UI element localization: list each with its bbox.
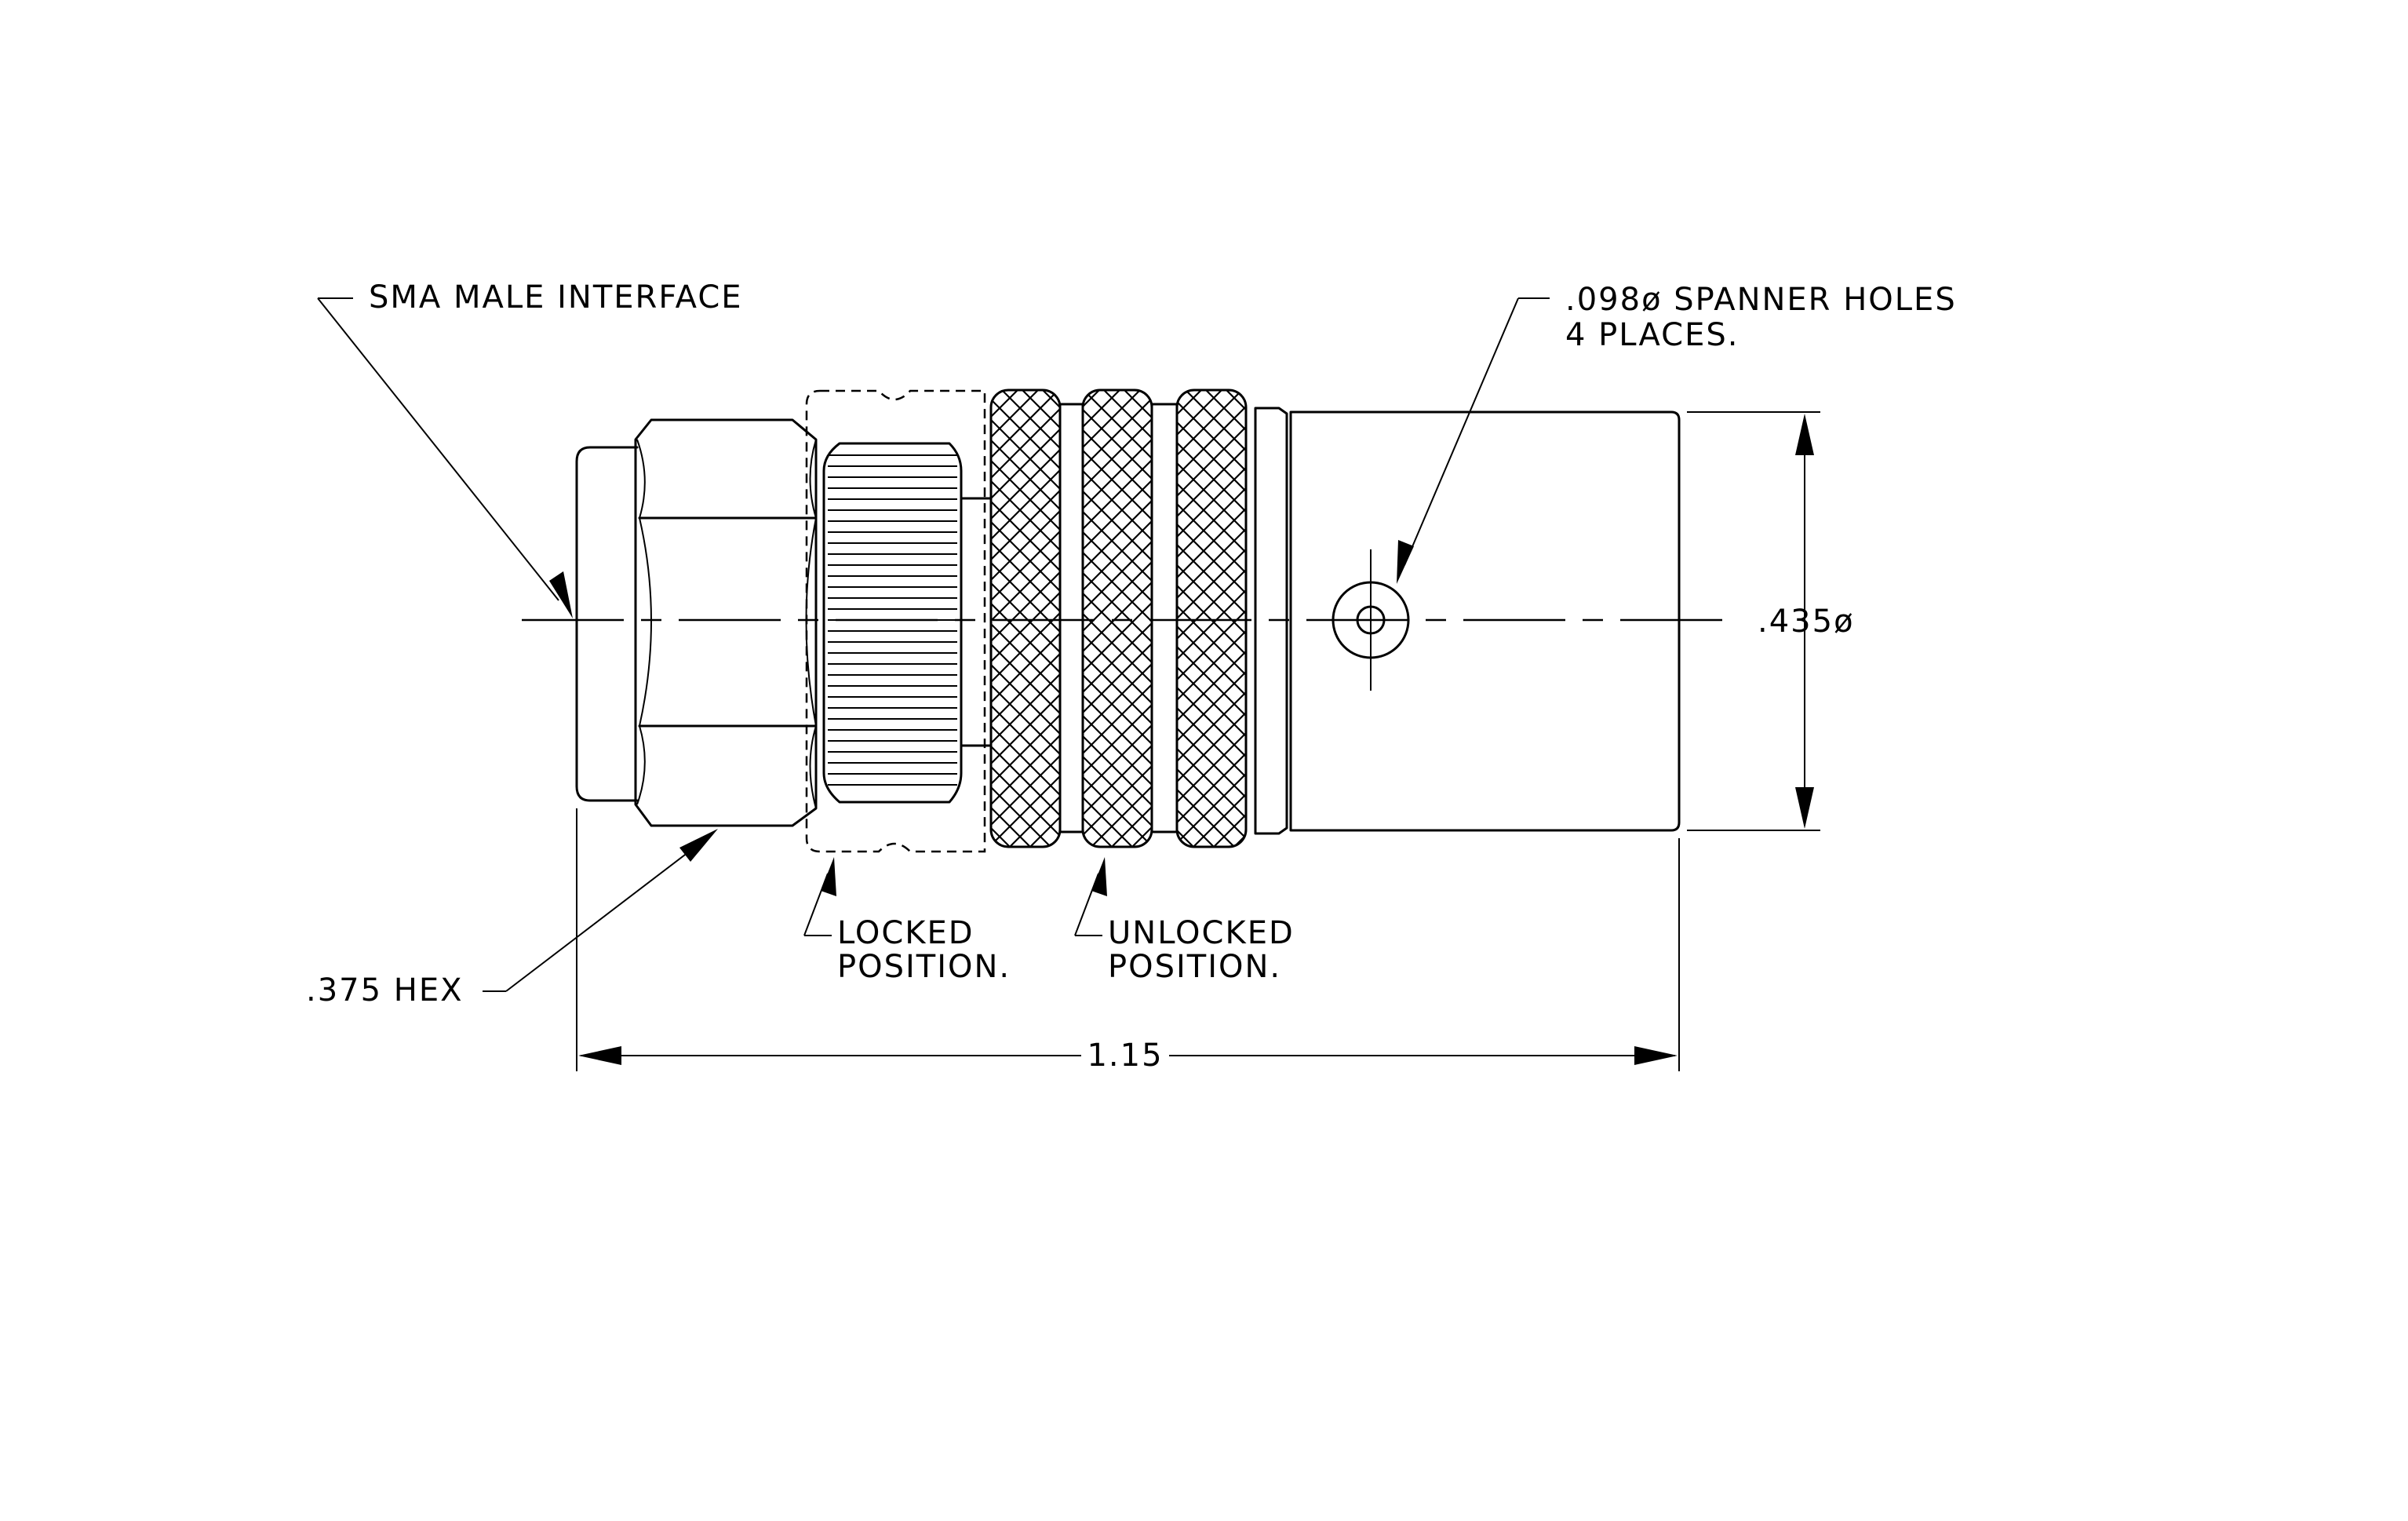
knurl-band-2 (1081, 388, 1153, 848)
diameter-label: .435ø (1758, 604, 1855, 640)
unlocked-label-line2: POSITION. (1108, 949, 1281, 985)
spanner-hole (1332, 549, 1410, 691)
groove-2 (1150, 403, 1178, 833)
hex-leader (483, 829, 718, 992)
groove-1 (1058, 403, 1084, 833)
unlocked-leader (1074, 857, 1107, 936)
hex-label: .375 HEX (306, 972, 464, 1009)
unlocked-label-line1: UNLOCKED (1108, 915, 1295, 951)
spanner-holes-label-line2: 4 PLACES. (1565, 317, 1739, 353)
length-label: 1.15 (1087, 1038, 1163, 1074)
spanner-leader (1397, 297, 1550, 584)
sma-leader (317, 297, 573, 618)
sma-interface-body (575, 446, 639, 802)
diameter-dimension (1687, 411, 1820, 831)
straight-knurl-ring (822, 442, 963, 804)
locked-label-line2: POSITION. (837, 949, 1011, 985)
hex-curve-right-mid (805, 517, 817, 727)
hex-curve-right-top (809, 439, 817, 519)
rear-collar (1254, 407, 1288, 835)
spanner-holes-label-line1: .098ø SPANNER HOLES (1565, 282, 1957, 318)
rear-body (1289, 410, 1681, 832)
locked-label-line1: LOCKED (837, 915, 974, 951)
locked-leader (803, 857, 836, 936)
hex-curve-mid (639, 517, 652, 727)
locked-position-outline (805, 389, 986, 853)
hex-curve-bottom (636, 725, 646, 805)
knurl-band-1 (989, 388, 1062, 848)
hex-nut (634, 418, 818, 827)
length-dimension (576, 808, 1680, 1071)
sma-interface-label: SMA MALE INTERFACE (369, 279, 743, 316)
knurl-band-3 (1175, 388, 1248, 848)
hex-curve-right-bottom (809, 725, 817, 809)
hex-curve-top (636, 439, 646, 519)
